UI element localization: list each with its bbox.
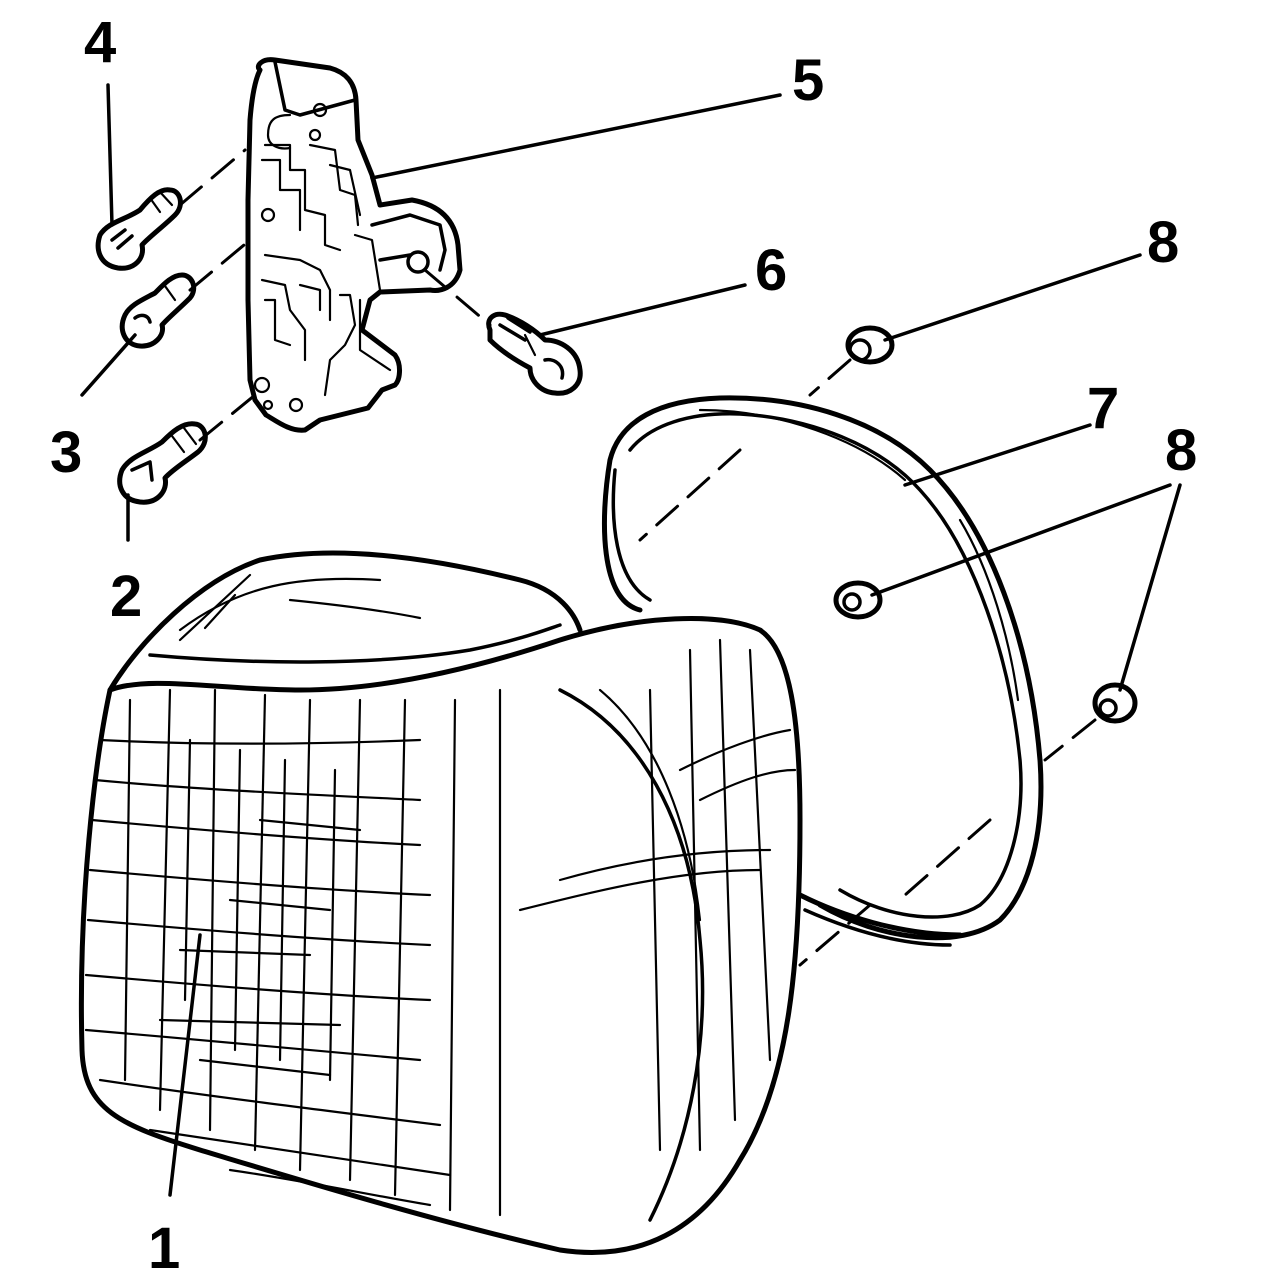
headlamp-lens xyxy=(78,550,803,1255)
callout-3: 3 xyxy=(50,420,82,485)
callout-1: 1 xyxy=(148,1216,180,1281)
grommet-bottom xyxy=(1092,682,1138,724)
bulb-3 xyxy=(119,272,197,349)
callout-6: 6 xyxy=(755,238,787,303)
callout-2: 2 xyxy=(110,564,142,629)
callout-7: 7 xyxy=(1087,376,1119,441)
lens-grid xyxy=(84,688,502,1217)
bulb-6 xyxy=(486,311,583,396)
grommet-middle xyxy=(833,580,883,620)
callout-5: 5 xyxy=(792,48,824,113)
bulb-2 xyxy=(117,421,208,505)
assembly-lines xyxy=(178,148,1097,967)
seal-ring xyxy=(601,395,1044,947)
bulb-4 xyxy=(95,187,183,271)
grommet-top xyxy=(845,325,895,365)
leader-lines xyxy=(80,83,1182,1197)
callout-4: 4 xyxy=(84,10,116,75)
callout-8-bottom: 8 xyxy=(1165,418,1197,483)
callout-8-top: 8 xyxy=(1147,210,1179,275)
bulb-holder-plate xyxy=(245,57,463,433)
